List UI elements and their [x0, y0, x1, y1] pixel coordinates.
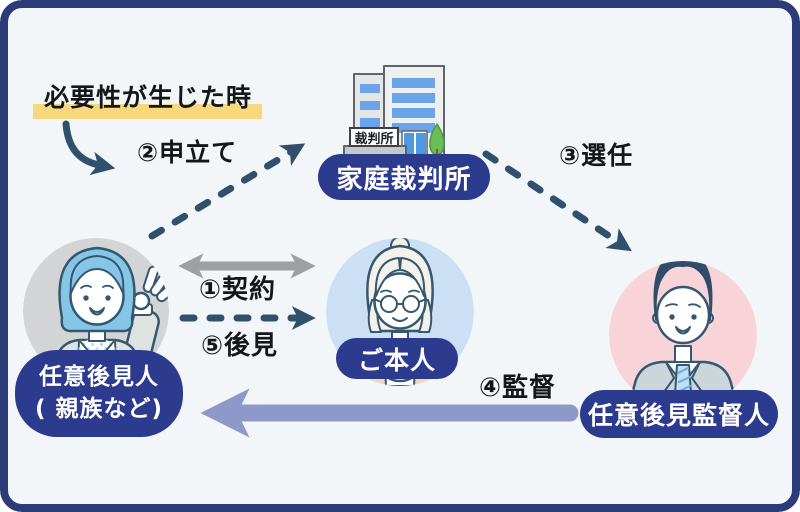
step-guardianship-label: ⑤後見: [201, 331, 279, 361]
swoosh-arrow-icon: [62, 120, 116, 176]
step-apply-label: ②申立て: [137, 138, 238, 167]
family-court-label-pill: 家庭裁判所: [318, 154, 490, 200]
guardian-label-line1: 任意後見人: [39, 363, 159, 390]
guardian-label-pill: 任意後見人 ( 親族など): [15, 350, 183, 437]
highlight-bar: [33, 104, 262, 119]
step-supervise-label: ④監督: [479, 373, 557, 403]
court-building-sign: 裁判所: [349, 127, 399, 147]
trigger-annotation: 必要性が生じた時: [44, 83, 253, 112]
step-contract-label: ①契約: [199, 275, 277, 305]
guardian-label-line2: ( 親族など): [34, 395, 164, 422]
supervisor-label-pill: 任意後見監督人: [580, 390, 778, 438]
principal-label-pill: ご本人: [336, 338, 458, 379]
appoint-arrow: [482, 150, 632, 252]
apply-arrow: [148, 143, 306, 240]
step-appoint-label: ③選任: [559, 141, 634, 170]
businessman-icon: [609, 261, 757, 409]
